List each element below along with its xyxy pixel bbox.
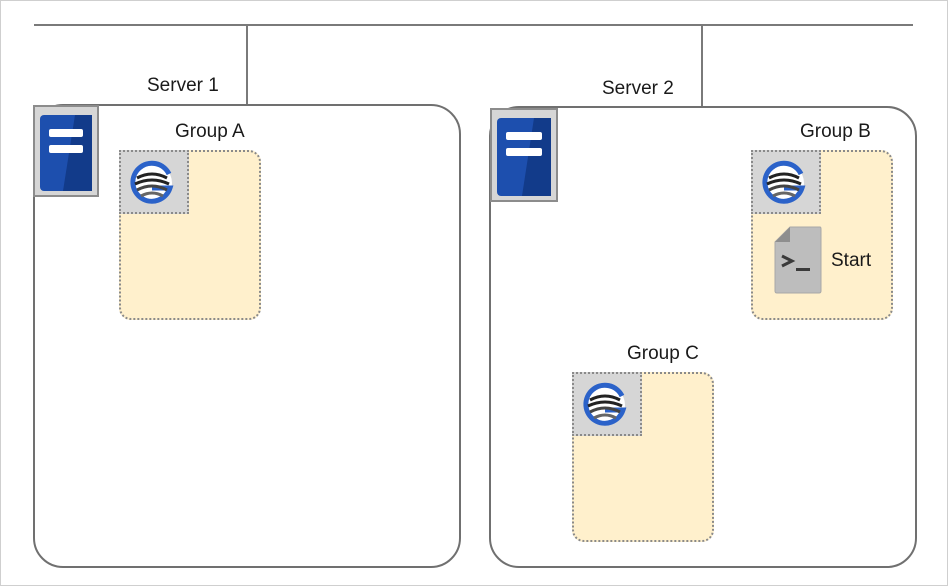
start-script-label: Start	[831, 250, 872, 271]
groupC-g-logo-icon	[572, 372, 642, 436]
server2-connector-line	[701, 25, 703, 107]
groupA-label: Group A	[175, 121, 245, 142]
network-bus-line	[34, 24, 913, 26]
server2-server-icon	[490, 108, 558, 202]
server1-server-icon	[33, 105, 99, 197]
groupA-box	[119, 150, 261, 320]
server1-label: Server 1	[147, 75, 219, 96]
script-icon	[774, 226, 822, 299]
groupA-g-logo-icon	[119, 150, 189, 214]
groupB-g-logo-icon	[751, 150, 821, 214]
server1-connector-line	[246, 25, 248, 105]
groupB-label: Group B	[800, 121, 871, 142]
server2-label: Server 2	[602, 78, 674, 99]
groupC-label: Group C	[627, 343, 699, 364]
